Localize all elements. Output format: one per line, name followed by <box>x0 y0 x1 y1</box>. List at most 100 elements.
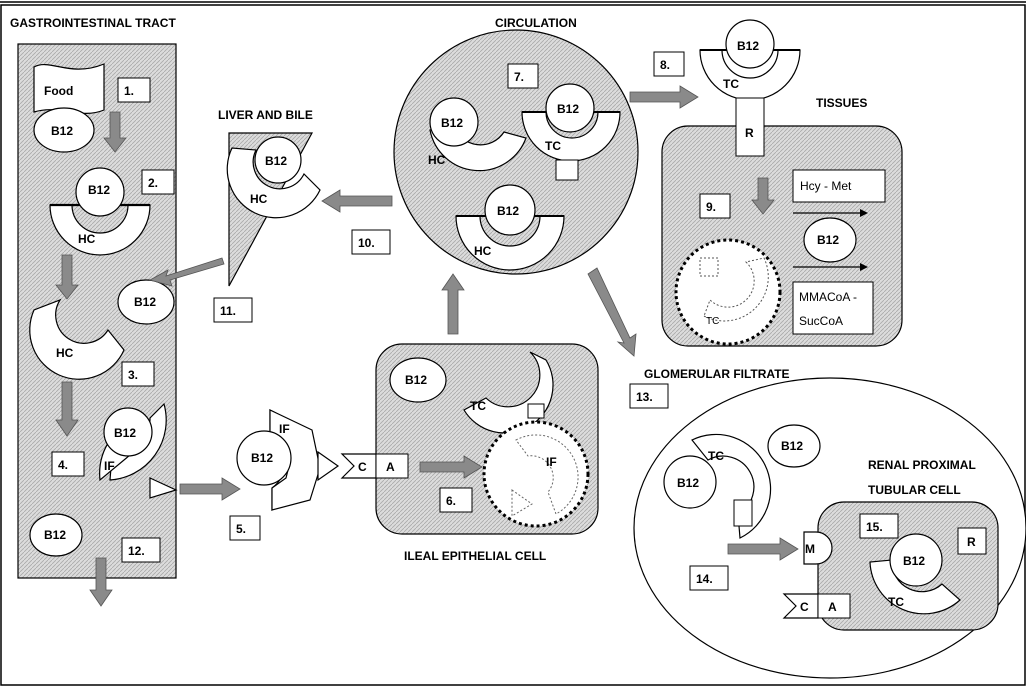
if-b12-complex-step5 <box>236 409 340 511</box>
if-step4-label: IF <box>104 459 115 473</box>
gi-arrows <box>55 111 241 607</box>
hc-step3-label: HC <box>56 346 74 360</box>
if-lysosome-label: IF <box>546 455 557 469</box>
mmacoa-box <box>792 281 874 335</box>
hc-step2-label: HC <box>78 232 96 246</box>
hc-liver-label: HC <box>250 192 268 206</box>
tissues-header: TISSUES <box>816 96 867 110</box>
receptor-renal-label: R <box>967 535 976 549</box>
step-8-box <box>653 51 685 77</box>
circulation-to-liver-arrow <box>321 189 393 213</box>
step-1-label: 1. <box>124 84 134 98</box>
step-15-box <box>859 513 899 539</box>
ileal-internalization-arrow <box>419 455 483 479</box>
step-14-box <box>689 565 729 591</box>
hcy-met-arrow-head <box>860 209 868 217</box>
mmacoa-label: MMACoA - <box>799 290 857 304</box>
tissue-down-arrow <box>751 177 775 215</box>
mmacoa-arrow-head <box>860 263 868 271</box>
tc-circ-label: TC <box>545 139 561 153</box>
b12-cofactor <box>803 217 857 263</box>
step-9-box <box>699 193 731 219</box>
circulation-to-tissue-arrow <box>629 85 699 109</box>
tc-ileal-tail <box>527 403 545 419</box>
b12-tissue-top-label: B12 <box>737 39 759 53</box>
degraded-if <box>515 434 579 515</box>
b12-filtrate-free <box>767 424 821 468</box>
megalin <box>803 531 833 565</box>
hc-circ-left-label: HC <box>428 153 446 167</box>
hc-b12-circ-left <box>429 97 527 172</box>
liver-to-gut-arrow <box>148 257 225 287</box>
food-label: Food <box>44 84 73 98</box>
liver-header: LIVER AND BILE <box>218 108 313 122</box>
step-11-box <box>213 297 253 323</box>
step-12-box <box>121 537 161 563</box>
step-3-box <box>121 361 155 387</box>
b12-circ-bottom-label: B12 <box>497 204 519 218</box>
amnionless-renal <box>817 593 851 619</box>
circulation-header: CIRCULATION <box>495 16 577 30</box>
step-1-box <box>117 77 151 103</box>
cubilin-ileal-label: C <box>358 460 367 474</box>
hcy-met-box <box>792 169 886 203</box>
receptor-label: R <box>745 126 754 140</box>
ileal-to-circulation-arrow <box>441 273 465 335</box>
tc-filtrate-label: TC <box>708 449 724 463</box>
b12-filtrate-free-label: B12 <box>781 439 803 453</box>
step-2-box <box>141 169 175 195</box>
step-10-label: 10. <box>358 236 375 250</box>
b12-ileal-label: B12 <box>405 373 427 387</box>
hc-b12-circ-bottom <box>455 184 565 271</box>
b12-circ-left-label: B12 <box>441 116 463 130</box>
step-5-label: 5. <box>236 522 246 536</box>
hc-free-step3 <box>29 298 125 380</box>
degraded-receptor <box>699 257 719 277</box>
step-7-box <box>507 63 539 89</box>
step-6-box <box>439 487 473 513</box>
tc-lysosome-label: TC <box>706 316 719 327</box>
b12-step3 <box>117 279 175 325</box>
b12-filtrate-tc-label: B12 <box>677 476 699 490</box>
b12-step1-label: B12 <box>51 124 73 138</box>
receptor-renal <box>957 527 987 555</box>
step-14-label: 14. <box>696 572 713 586</box>
amnionless-renal-label: A <box>828 600 837 614</box>
b12-ileal-free <box>389 357 447 403</box>
step-4-box <box>51 451 85 477</box>
megalin-label: M <box>805 542 815 556</box>
b12-step5-label: B12 <box>251 451 273 465</box>
filtrate-to-renal-arrow <box>727 537 799 561</box>
if-step5-label: IF <box>279 422 290 436</box>
step-6-label: 6. <box>446 494 456 508</box>
tc-b12-filtrate <box>663 433 772 539</box>
if-b12-complex-step4 <box>99 402 178 499</box>
step-15-label: 15. <box>866 520 883 534</box>
succoa-label: SucCoA <box>799 314 843 328</box>
step-9-label: 9. <box>706 200 716 214</box>
glomerular-header: GLOMERULAR FILTRATE <box>644 367 790 381</box>
tc-b12-receptor-bound <box>699 19 801 101</box>
renal-header-line2: TUBULAR CELL <box>868 483 961 497</box>
cubilin-ileal <box>340 453 377 479</box>
hcy-met-label: Hcy - Met <box>800 179 852 193</box>
step-5-box <box>229 515 261 541</box>
tc-renal-label: TC <box>888 595 904 609</box>
b12-step4-label: B12 <box>114 426 136 440</box>
tc-tissue-top-label: TC <box>723 77 739 91</box>
renal-header-line1: RENAL PROXIMAL <box>868 458 976 472</box>
tc-b12-renal <box>869 533 961 615</box>
step-2-label: 2. <box>148 176 158 190</box>
amnionless-ileal <box>375 453 409 479</box>
step-4-label: 4. <box>58 458 68 472</box>
b12-step2-label: B12 <box>88 183 110 197</box>
hc-circ-bottom-label: HC <box>474 244 492 258</box>
b12-renal-label: B12 <box>903 554 925 568</box>
step-11-label: 11. <box>220 304 236 318</box>
b12-step12-label: B12 <box>44 528 66 542</box>
b12-cofactor-label: B12 <box>817 233 839 247</box>
tc-b12-circ <box>521 83 621 181</box>
b12-step1 <box>33 107 95 153</box>
b12-liver-label: B12 <box>265 154 287 168</box>
